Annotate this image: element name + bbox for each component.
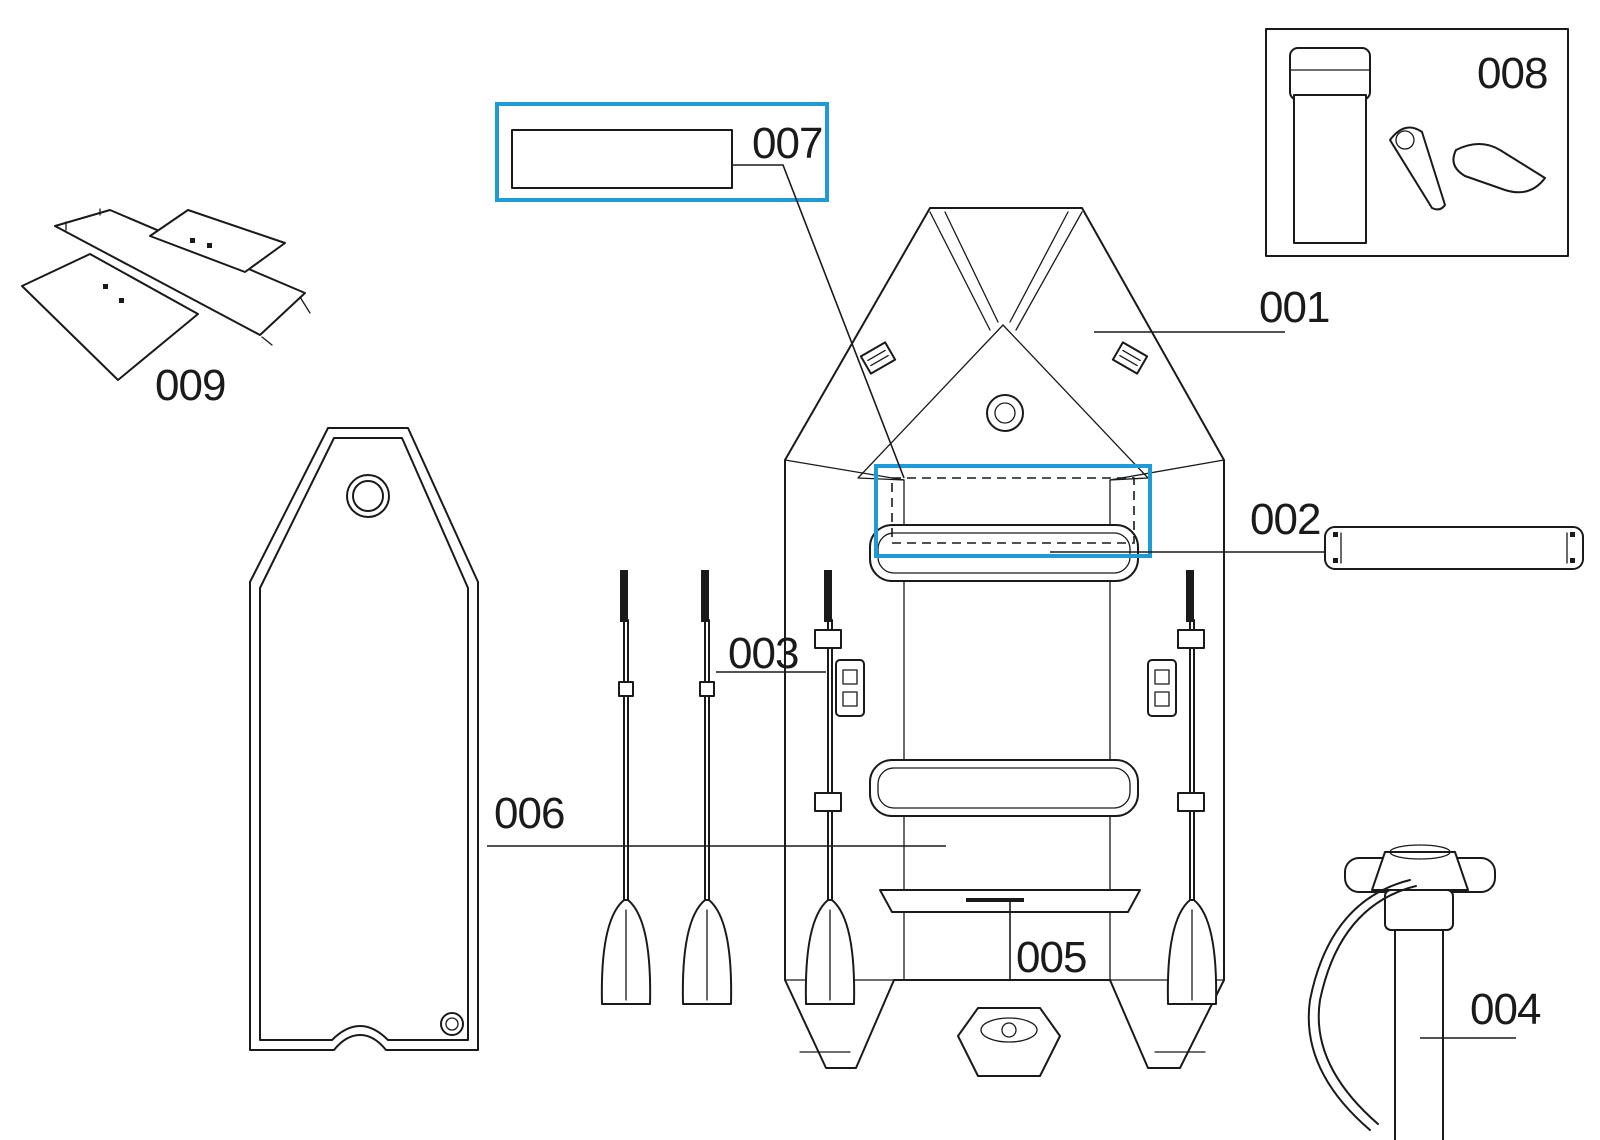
part-number-008: 008 <box>1477 49 1547 98</box>
label-position-dashed <box>891 477 1135 544</box>
part-number-003: 003 <box>728 629 798 678</box>
part-number-004: 004 <box>1470 985 1541 1034</box>
repair-kit-drawing <box>1265 28 1569 257</box>
air-floor-drawing <box>249 427 479 1051</box>
oars-drawing <box>600 570 1218 1005</box>
valve-drawing <box>957 1007 1061 1077</box>
hand-pump-drawing <box>1307 844 1496 1140</box>
floor-boards-drawing <box>21 208 311 381</box>
oar-3 <box>804 570 856 1005</box>
part-number-002: 002 <box>1250 495 1320 544</box>
oar-4 <box>1166 570 1218 1005</box>
oar-2 <box>681 570 733 1005</box>
highlight-box-boat <box>874 464 1152 558</box>
leader-lines <box>487 164 1516 1039</box>
part-number-009: 009 <box>155 361 225 410</box>
part-number-006: 006 <box>494 789 564 838</box>
part-number-005: 005 <box>1016 933 1086 982</box>
boat-hull-drawing <box>784 207 1225 1069</box>
highlight-box-007 <box>495 102 829 202</box>
seat-drawing <box>1324 526 1584 570</box>
oar-1 <box>600 570 652 1005</box>
part-number-001: 001 <box>1259 283 1329 332</box>
label-plate-drawing <box>511 129 733 189</box>
part-number-007: 007 <box>752 119 822 168</box>
